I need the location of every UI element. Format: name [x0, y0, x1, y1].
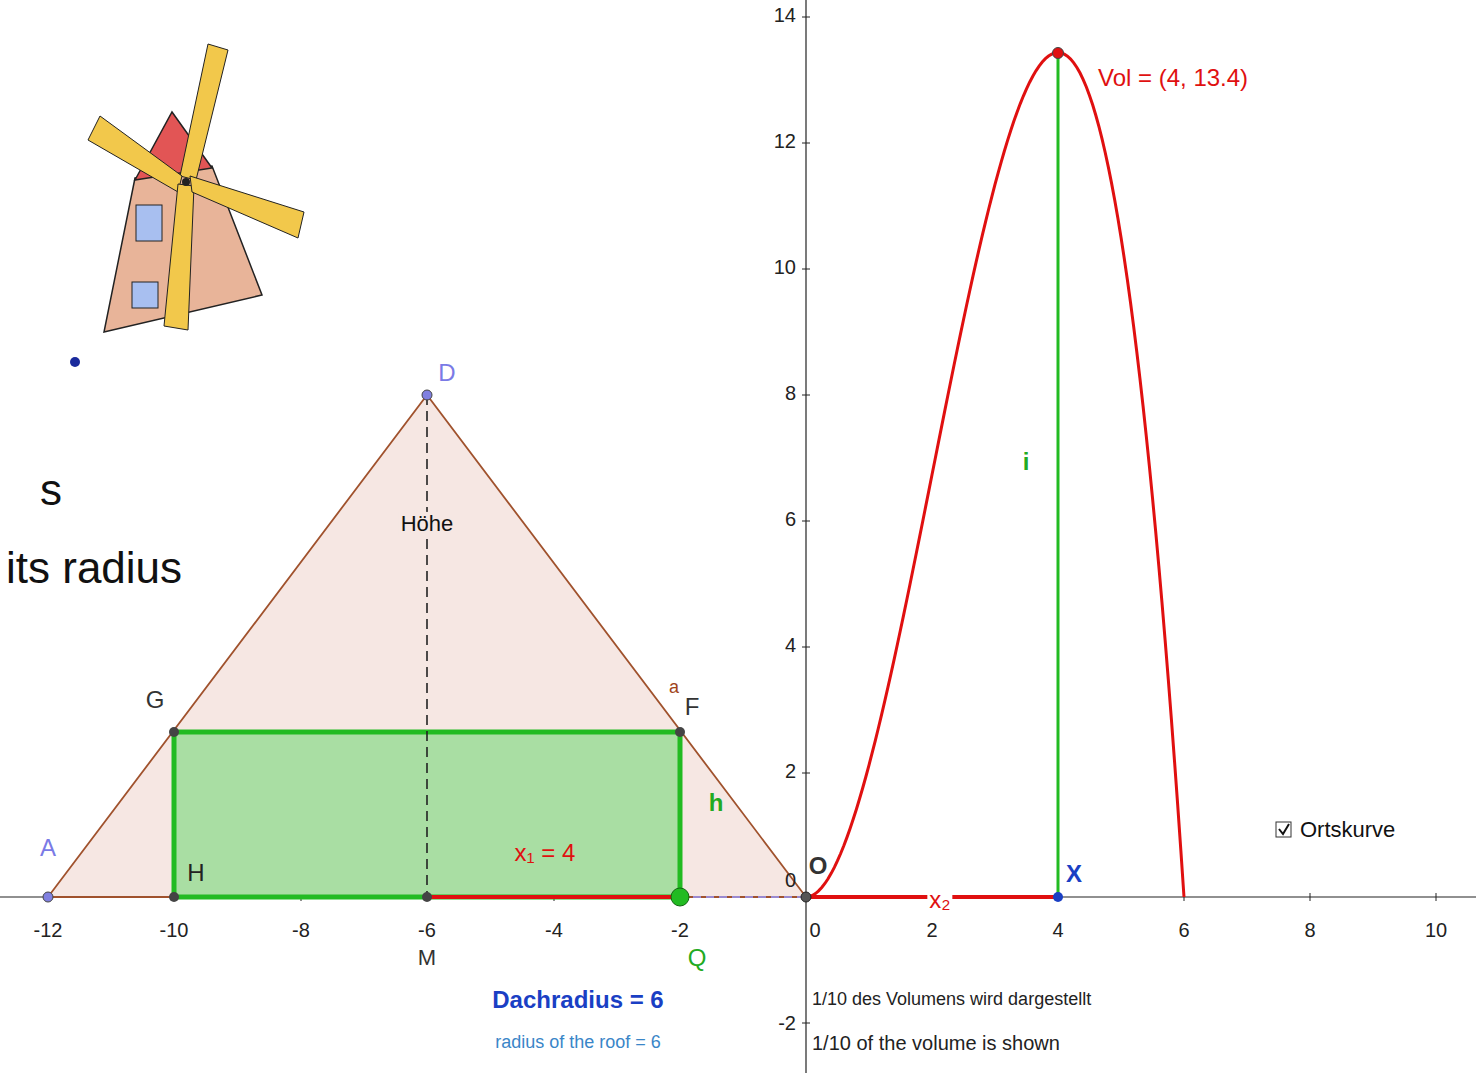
windmill-sail: [164, 184, 194, 330]
point-dot: [169, 727, 179, 737]
tick-label: 4: [785, 634, 796, 656]
checkbox: [1276, 822, 1291, 837]
transfer-line: [680, 896, 806, 898]
windmill-icon: [88, 44, 304, 332]
tick-mark: [802, 773, 810, 774]
tick-label: 12: [774, 130, 796, 152]
axis-ticks: [48, 17, 1436, 1023]
tick-mark: [802, 143, 810, 144]
windmill-window: [136, 205, 162, 241]
roof-triangle: [48, 395, 806, 897]
segment-label: h: [709, 790, 724, 816]
point-dot: [1053, 892, 1063, 902]
tick-mark: [802, 17, 810, 18]
point-dot: [169, 892, 179, 902]
checkbox-mark: [1279, 824, 1289, 834]
tick-label: 0: [785, 869, 796, 891]
segment-label: a: [669, 678, 679, 698]
note: 1/10 des Volumens wird dargestellt: [812, 990, 1091, 1010]
windmill-sail: [88, 116, 182, 192]
point-label: O: [809, 853, 828, 879]
tick-label: 0: [809, 919, 820, 941]
point-dot: [70, 357, 80, 367]
point-dot: [422, 892, 432, 902]
tick-label: -10: [160, 919, 189, 941]
tick-label: -8: [292, 919, 310, 941]
tick-label: 6: [1178, 919, 1189, 941]
cut-text: s: [40, 466, 62, 514]
tick-label: 8: [785, 382, 796, 404]
tick-label: 10: [774, 256, 796, 278]
tick-mark: [802, 1023, 810, 1024]
tick-label: -2: [671, 919, 689, 941]
windmill-hub: [182, 178, 190, 186]
point-label: Vol = (4, 13.4): [1098, 65, 1248, 91]
tick-label: 6: [785, 508, 796, 530]
point-label: A: [40, 835, 56, 861]
translation-note: radius of the roof = 6: [495, 1033, 661, 1053]
windmill-sail: [190, 176, 304, 238]
parameter-label: Dachradius = 6: [492, 987, 663, 1013]
axis-name: Höhe: [399, 512, 456, 536]
volume-curve: [806, 53, 1184, 897]
tick-label: 14: [774, 4, 796, 26]
tick-mark: [802, 269, 810, 270]
tick-mark: [1310, 893, 1311, 901]
tick-label: -2: [778, 1012, 796, 1034]
tick-label: -4: [545, 919, 563, 941]
point-dot: [422, 390, 432, 400]
value-label: x₁ = 4: [515, 840, 576, 866]
point-dot: [43, 892, 53, 902]
y-axis: [805, 0, 806, 1073]
drag-point: [671, 888, 689, 906]
windmill-window: [132, 282, 158, 308]
segment-label: i: [1023, 449, 1030, 475]
volume-line: [1057, 53, 1060, 897]
tick-label: 2: [926, 919, 937, 941]
windmill-sail: [180, 44, 228, 180]
radius-segment: [427, 895, 680, 899]
point-label: Q: [688, 945, 707, 971]
point-label: M: [418, 946, 436, 970]
tick-mark: [802, 395, 810, 396]
tick-label: -6: [418, 919, 436, 941]
point-label: G: [146, 687, 165, 713]
checkbox-label: Ortskurve: [1300, 818, 1395, 842]
tick-mark: [1436, 893, 1437, 901]
tick-label: 2: [785, 760, 796, 782]
tick-mark: [802, 647, 810, 648]
tick-label: 4: [1052, 919, 1063, 941]
translation-note: 1/10 of the volume is shown: [812, 1032, 1060, 1054]
point-label: D: [438, 360, 455, 386]
tick-label: -12: [34, 919, 63, 941]
height-line: [426, 395, 428, 897]
point-dot: [801, 892, 811, 902]
segment-label: x₂: [927, 887, 952, 913]
tick-label: 8: [1304, 919, 1315, 941]
tick-mark: [802, 521, 810, 522]
point-label: F: [685, 694, 700, 720]
point-label: H: [187, 860, 204, 886]
cut-text: its radius: [6, 544, 182, 592]
tick-label: 10: [1425, 919, 1447, 941]
point-label: X: [1066, 861, 1082, 887]
point-dot: [675, 727, 685, 737]
point-dot: [1053, 48, 1064, 59]
